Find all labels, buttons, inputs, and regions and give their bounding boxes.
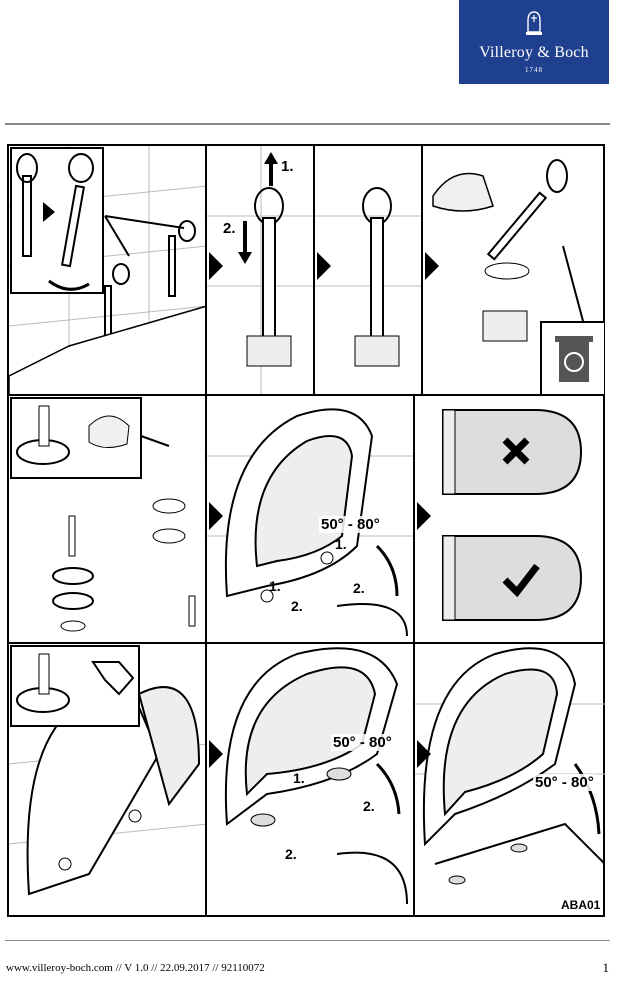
next-step-arrow — [209, 252, 223, 280]
panel-check-rotation: 50° - 80° ABA01 — [415, 644, 605, 915]
next-step-arrow — [209, 740, 223, 768]
cross-icon — [502, 437, 530, 465]
step-1-label: 1. — [281, 158, 294, 175]
step-1-label: 1. — [269, 578, 281, 594]
panel-remove-old-anchors — [9, 146, 207, 396]
next-step-arrow — [417, 740, 431, 768]
angle-label: 50° - 80° — [533, 774, 596, 791]
recycle-bin-icon — [555, 336, 593, 382]
instruction-grid: 1. 2. — [7, 144, 605, 917]
panel-tighten-anchors — [9, 644, 207, 915]
panel-anchor-removed — [315, 146, 423, 396]
header-divider — [5, 123, 610, 125]
panel-fit-covers: 50° - 80° 1. 2. 2. — [207, 644, 415, 915]
panel-correct-incorrect — [415, 396, 605, 644]
hand-icon — [432, 172, 494, 212]
footer-text: www.villeroy-boch.com // V 1.0 // 22.09.… — [6, 962, 265, 974]
step-1-label: 1. — [293, 770, 305, 786]
step-2-label: 2. — [223, 220, 236, 237]
villeroy-boch-logo: Villeroy & Boch 1748 — [459, 0, 609, 84]
angle-label: 50° - 80° — [331, 734, 394, 751]
logo-year: 1748 — [525, 66, 543, 74]
next-step-arrow — [425, 252, 439, 280]
step-2-label: 2. — [285, 846, 297, 862]
logo-brand: Villeroy & Boch — [479, 44, 589, 61]
step-2-label: 2. — [353, 580, 365, 596]
checkmark-icon — [502, 563, 540, 598]
angle-label: 50° - 80° — [319, 516, 382, 533]
panel-fix-new-anchors — [9, 396, 207, 644]
page-number: 1 — [602, 960, 610, 975]
hand-icon — [88, 415, 130, 448]
next-step-arrow — [209, 502, 223, 530]
footer-divider — [5, 940, 610, 941]
crest-icon — [526, 11, 542, 35]
next-step-arrow — [317, 252, 331, 280]
wrench-icon — [91, 661, 135, 696]
step-2-label: 2. — [363, 798, 375, 814]
step-1-label: 1. — [335, 536, 347, 552]
step-2-label: 2. — [291, 598, 303, 614]
figure-code: ABA01 — [561, 898, 601, 912]
panel-extract-anchor: 1. 2. — [207, 146, 315, 396]
next-step-arrow — [417, 502, 431, 530]
panel-dispose-anchor — [423, 146, 605, 396]
panel-mount-seat: 50° - 80° 1. 2. 1. 2. — [207, 396, 415, 644]
